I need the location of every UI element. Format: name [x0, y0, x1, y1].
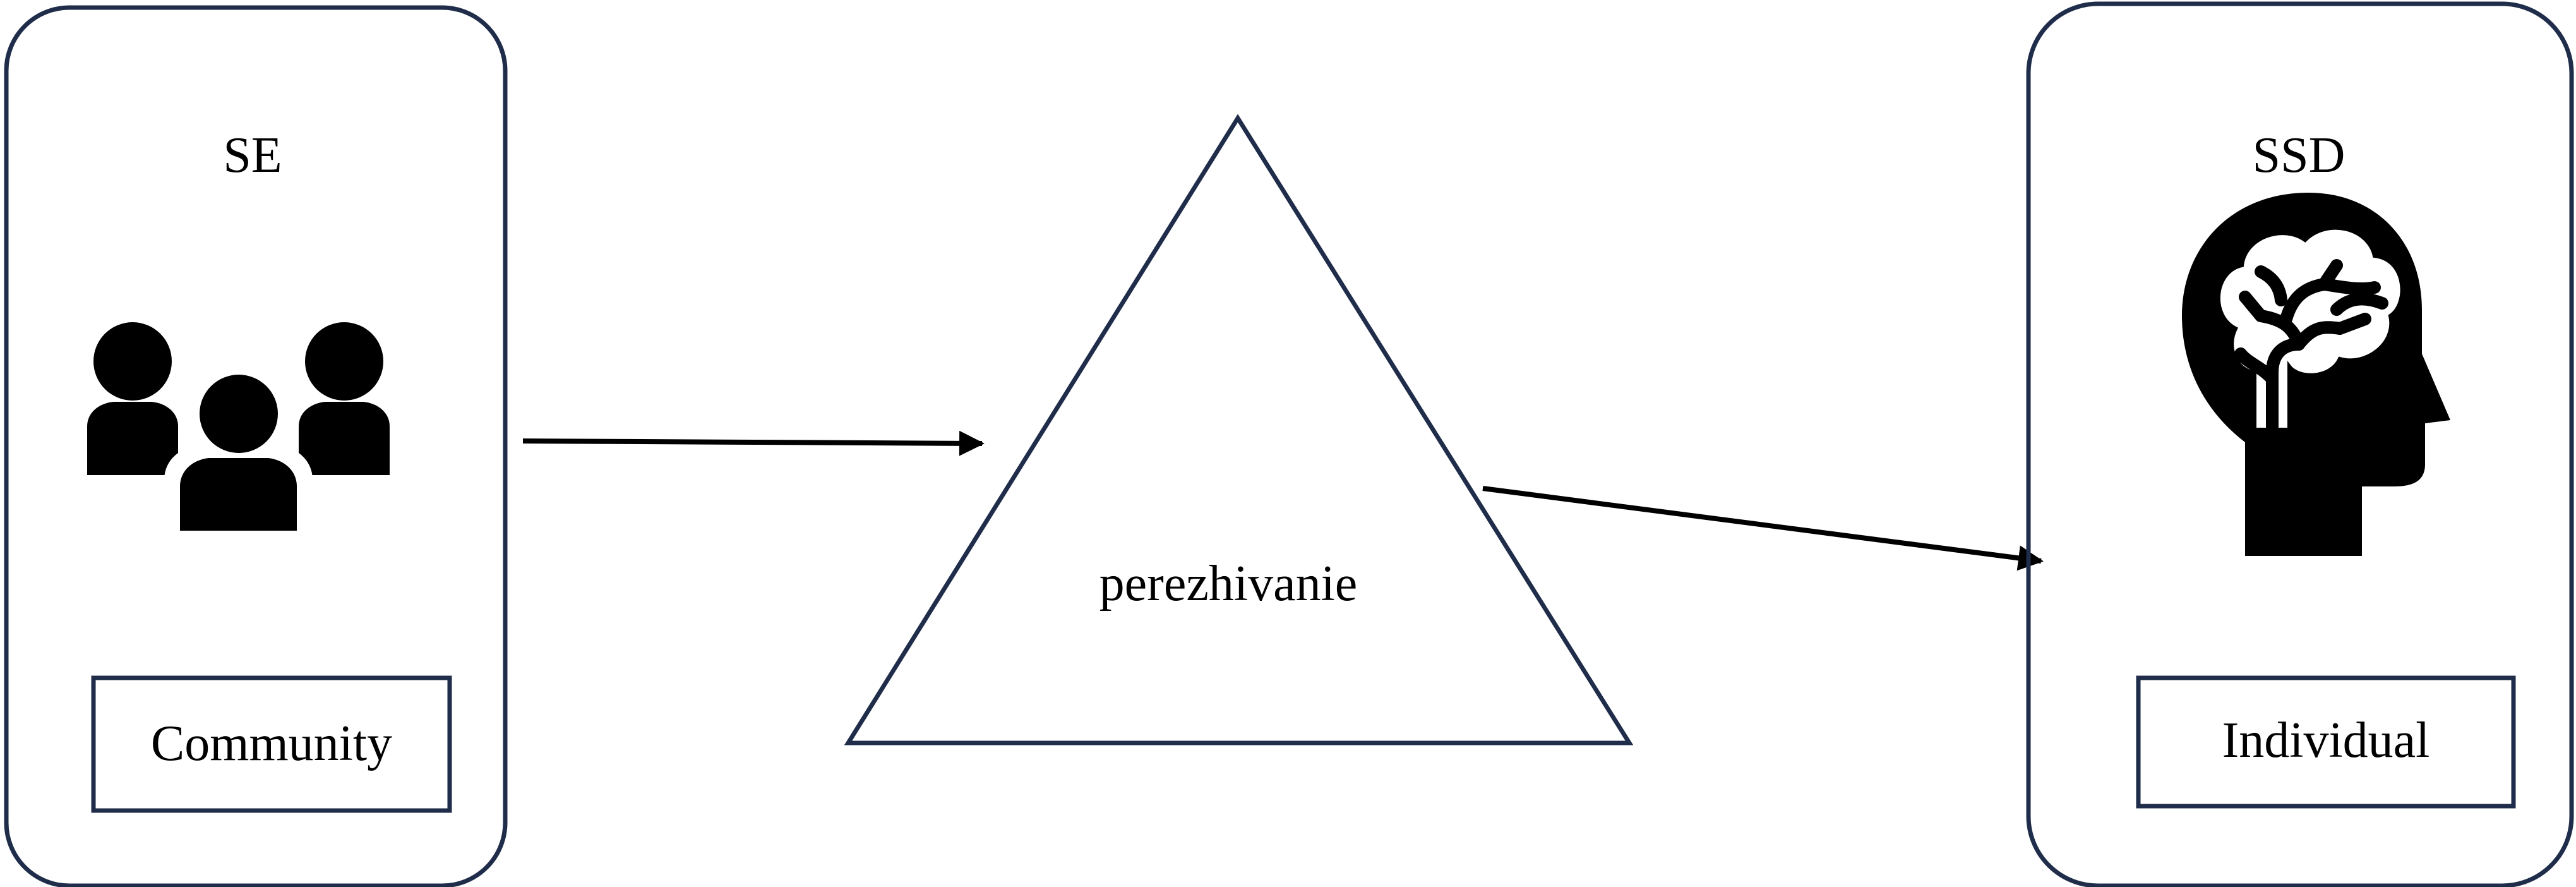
left-panel-frame — [4, 5, 508, 887]
left-panel: SE Community — [4, 5, 508, 887]
left-panel-title: SE — [223, 128, 282, 183]
head-brain-icon — [2182, 193, 2450, 556]
individual-label: Individual — [2222, 713, 2430, 768]
community-group-icon — [87, 322, 390, 537]
community-label: Community — [151, 716, 392, 771]
individual-label-box — [2136, 675, 2516, 809]
community-label-box — [91, 675, 452, 813]
arrow-triangle-to-right — [1482, 486, 2044, 571]
right-panel-title: SSD — [2253, 128, 2345, 183]
center-triangle-group: perezhivanie — [844, 114, 1634, 745]
center-triangle — [844, 114, 1634, 745]
right-panel-frame — [2026, 1, 2574, 887]
right-panel: SSD — [2026, 1, 2574, 887]
triangle-label: perezhivanie — [1099, 556, 1358, 612]
arrow-left-to-triangle — [522, 430, 985, 456]
